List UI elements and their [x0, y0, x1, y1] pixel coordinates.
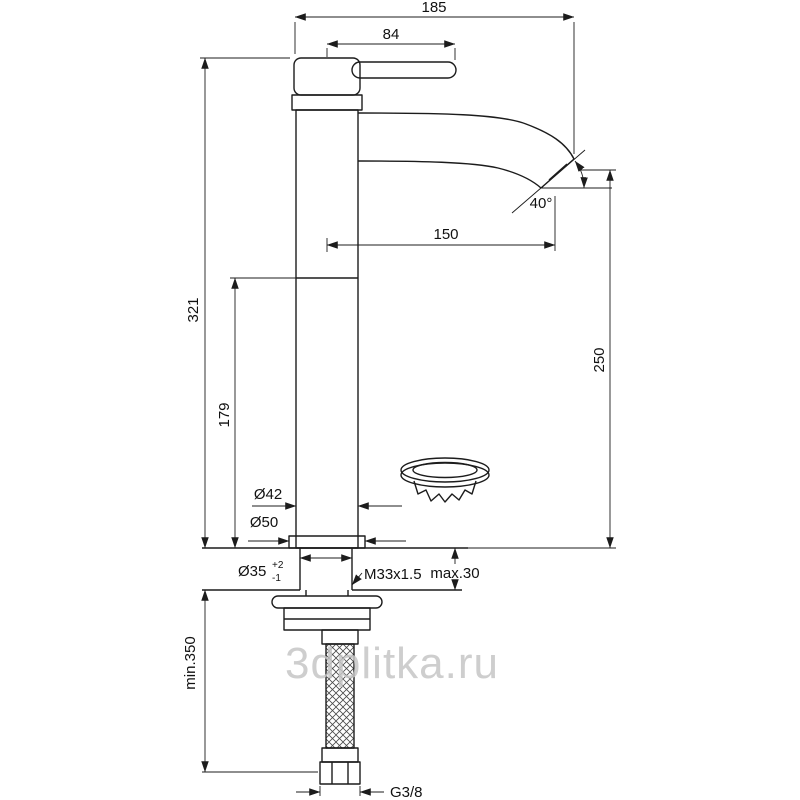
- dim-total-height-label: 321: [185, 297, 202, 322]
- spout-bottom-edge: [357, 160, 542, 189]
- dim-spout-reach-label: 150: [433, 226, 458, 243]
- dim-spout-height-label: 250: [591, 347, 608, 372]
- dim-deck-thickness-label: max.30: [430, 565, 479, 582]
- dim-hose-length-label: min.350: [182, 636, 199, 689]
- dimension-lines: [200, 13, 616, 796]
- hole-tolerance-upper: +2: [272, 560, 284, 571]
- hose-ferrule-bottom: [321, 747, 359, 763]
- dim-body-diameter-label: Ø42: [254, 486, 282, 503]
- spout-top-edge: [357, 112, 575, 160]
- pop-up-waste-plug: [400, 457, 490, 503]
- body-column: [295, 109, 359, 549]
- dim-hole-diameter-label: Ø35: [238, 563, 266, 580]
- dim-spout-angle-label: 40°: [530, 195, 553, 212]
- cap-ring: [291, 94, 363, 111]
- faucet-outline: [288, 57, 575, 549]
- dim-handle-length-label: 84: [383, 26, 400, 43]
- lever-handle: [351, 61, 457, 79]
- thread-leader: [351, 572, 363, 586]
- handle-boss: [293, 57, 361, 96]
- horseshoe-washer: [271, 595, 383, 609]
- dimension-labels: 185 84 321 179 150 250 40° Ø42 Ø50 Ø35 +…: [182, 0, 608, 800]
- dim-base-diameter-label: Ø50: [250, 514, 278, 531]
- hole-tolerance-lower: -1: [272, 573, 281, 584]
- angle-arc-40: [574, 160, 588, 189]
- dim-body-height-label: 179: [216, 402, 233, 427]
- hose-nut: [319, 761, 361, 785]
- watermark-text: 3dplitka.ru: [285, 639, 499, 688]
- dim-hose-connection-label: G3/8: [390, 784, 423, 800]
- dim-total-width-label: 185: [421, 0, 446, 16]
- dim-shank-thread-label: M33x1.5: [364, 566, 422, 583]
- base-flange: [288, 535, 366, 549]
- under-deck-assembly: [271, 590, 383, 785]
